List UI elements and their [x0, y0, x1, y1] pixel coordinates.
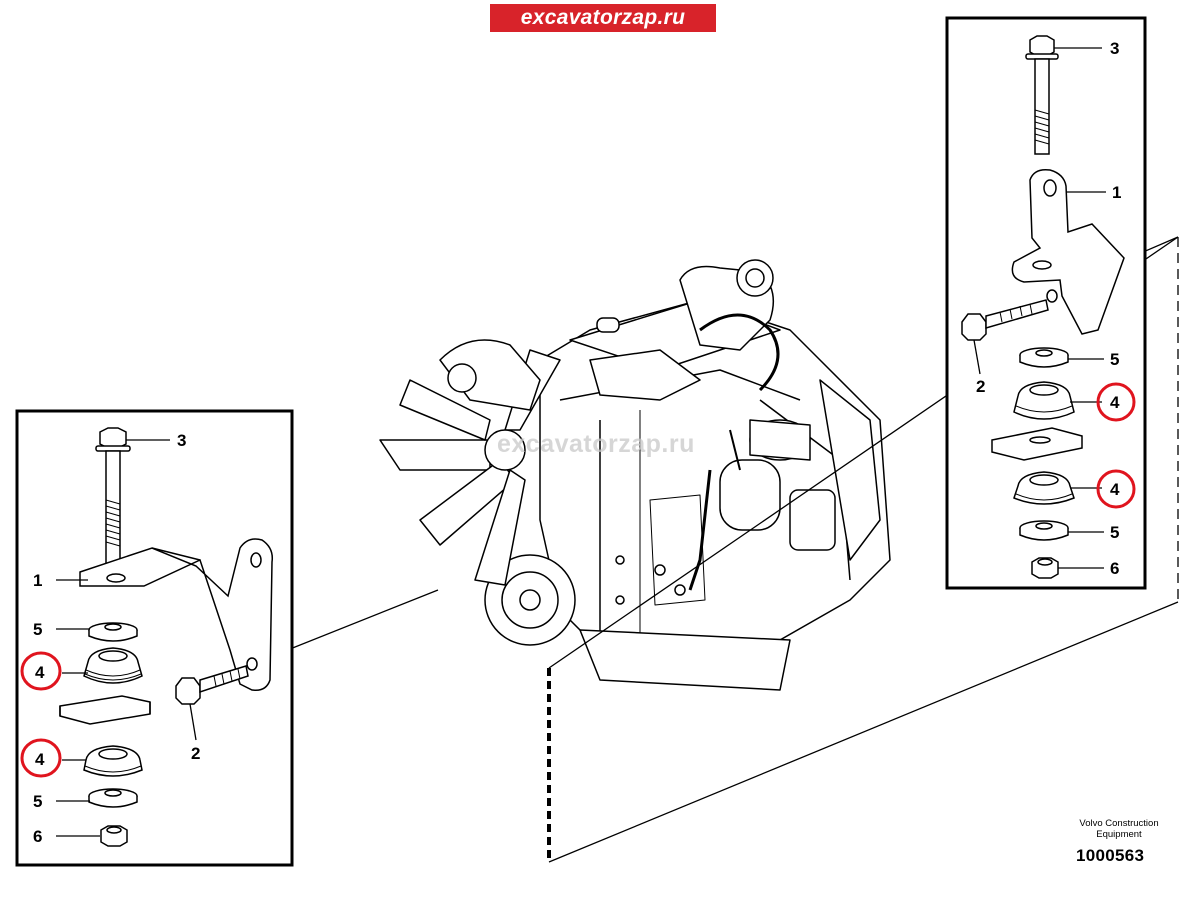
left-washer-bottom	[88, 788, 138, 808]
left-callout-nut: 6	[33, 827, 42, 846]
right-callout-mount-lower: 4	[1110, 480, 1120, 499]
right-washer-bottom	[1019, 520, 1069, 541]
left-callout-bracket: 1	[33, 571, 42, 590]
watermark-banner: excavatorzap.ru	[490, 4, 716, 32]
right-mount-upper	[1013, 381, 1075, 420]
left-highlight-ring-lower	[20, 738, 62, 778]
left-mount-upper	[83, 647, 143, 684]
left-callout-mount-upper: 4	[35, 663, 45, 682]
right-callout-mount-upper: 4	[1110, 393, 1120, 412]
left-nut	[100, 825, 128, 847]
left-callout-washer-bottom: 5	[33, 792, 42, 811]
watermark-center-text: excavatorzap.ru	[497, 430, 695, 458]
fan-blades	[379, 349, 561, 586]
left-detail-box: 3 1 5 4 4 5 6 2	[15, 409, 294, 867]
right-callout-bracket: 1	[1112, 183, 1121, 202]
left-callout-washer-top: 5	[33, 620, 42, 639]
ground-leader-bottom	[548, 601, 1179, 863]
right-bolt-top	[1025, 35, 1059, 155]
document-number: 1000563	[1076, 846, 1145, 865]
right-highlight-ring-lower	[1096, 469, 1136, 509]
right-callout-bolt-side: 2	[976, 377, 985, 396]
left-callout-bolt-top: 3	[177, 431, 186, 450]
right-callout-washer-bottom: 5	[1110, 523, 1119, 542]
left-bolt-top	[95, 427, 131, 567]
engine-illustration	[379, 259, 891, 691]
credit-line-1: Volvo Construction	[1079, 818, 1159, 829]
right-callout-nut: 6	[1110, 559, 1119, 578]
right-bolt-side	[961, 299, 1049, 341]
right-highlight-ring-upper	[1096, 382, 1136, 422]
right-detail-box: 3 1 5 4 4 5 6 2	[945, 16, 1147, 590]
left-bracket	[79, 538, 274, 692]
left-plate	[59, 695, 151, 725]
right-callout-washer-top: 5	[1110, 350, 1119, 369]
credit-line-2: Equipment	[1096, 829, 1142, 840]
right-nut	[1031, 557, 1059, 579]
right-callout-bolt-top: 3	[1110, 39, 1119, 58]
left-callout-leaders	[56, 439, 197, 837]
right-plate	[991, 427, 1083, 461]
manufacturer-credit: Volvo Construction Equipment	[1060, 818, 1178, 840]
right-washer-top	[1019, 347, 1069, 368]
right-bracket	[1011, 168, 1125, 335]
left-callout-bolt-side: 2	[191, 744, 200, 763]
left-mount-lower	[83, 745, 143, 777]
left-washer-top	[88, 622, 138, 642]
left-bolt-side	[175, 665, 249, 705]
left-detail-leader	[274, 589, 439, 656]
right-mount-lower	[1013, 471, 1075, 505]
left-callout-mount-lower: 4	[35, 750, 45, 769]
left-highlight-ring-upper	[20, 651, 62, 691]
right-callout-leaders	[973, 47, 1106, 569]
